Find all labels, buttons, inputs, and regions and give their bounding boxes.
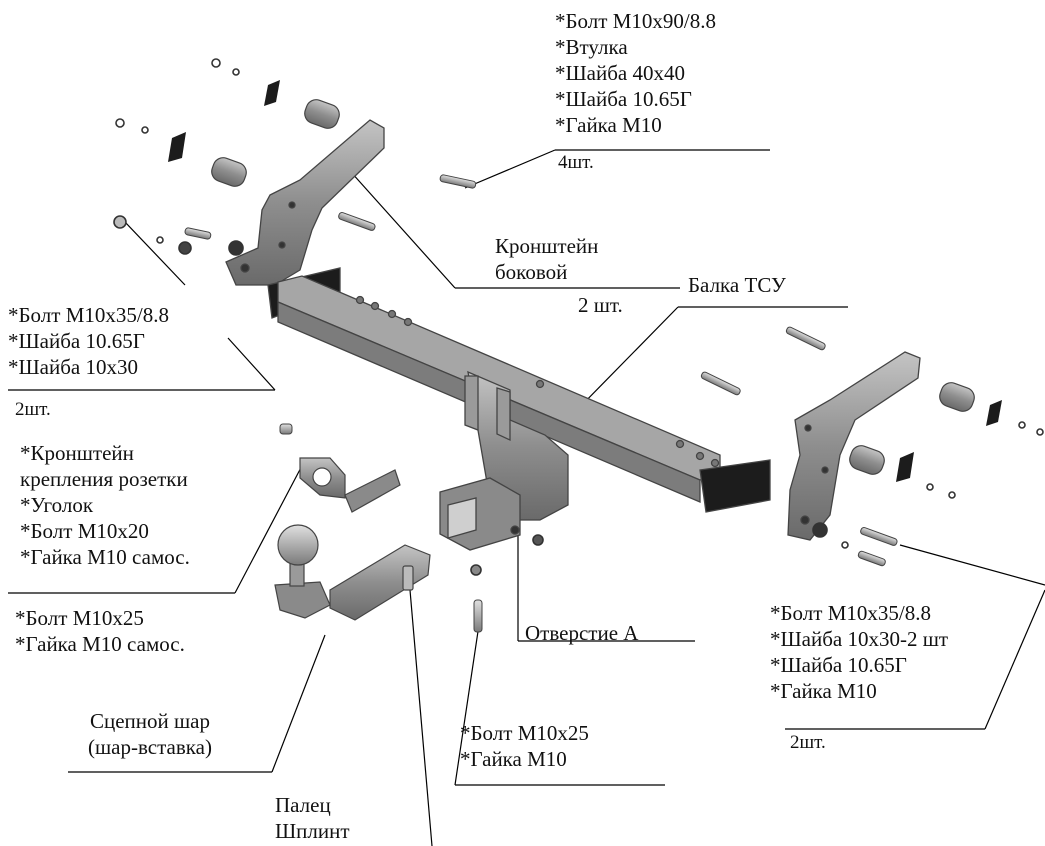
hole-a-label: Отверстие А [525, 621, 639, 645]
square-washers [168, 80, 1002, 482]
leader-ball-ptr [271, 634, 326, 773]
washers-and-nuts [113, 58, 1044, 576]
center-hardware-line-2: *Гайка М10 [460, 747, 567, 771]
ball-hardware-label: *Болт М10х25 *Гайка М10 самос. [15, 605, 185, 657]
bushings [211, 99, 975, 475]
ball-hardware-line-2: *Гайка М10 самос. [15, 632, 185, 656]
left-hardware-label: *Болт М10х35/8.8 *Шайба 10.65Г *Шайба 10… [8, 302, 169, 380]
top-hardware-line-1: *Болт М10х90/8.8 [555, 9, 716, 33]
right-hardware-qty: 2шт. [790, 732, 826, 753]
leader-lines [8, 149, 1045, 846]
socket-bracket-label: *Кронштейн крепления розетки *Уголок *Бо… [20, 440, 190, 570]
ball-label: Сцепной шар (шар-вставка) [88, 708, 212, 760]
socket-line-5: *Гайка М10 самос. [20, 545, 190, 569]
socket-line-4: *Болт М10х20 [20, 519, 149, 543]
left-hardware-line-1: *Болт М10х35/8.8 [8, 303, 169, 327]
tow-ball [277, 524, 319, 566]
tow-beam [277, 275, 771, 551]
leader-center-ptr [454, 617, 481, 786]
leader-top-hardware-ptr [464, 149, 556, 189]
top-hardware-line-5: *Гайка М10 [555, 113, 662, 137]
top-hardware-line-2: *Втулка [555, 35, 628, 59]
right-beam-plate [699, 459, 771, 513]
pin-label: Палец Шплинт [275, 792, 350, 844]
bolts [184, 174, 898, 633]
leader-right-hardware-ptr2 [899, 544, 1045, 586]
center-hardware-label: *Болт М10х25 *Гайка М10 [460, 720, 589, 772]
top-hardware-line-4: *Шайба 10.65Г [555, 87, 692, 111]
leader-left-hardware-ptr1 [227, 337, 276, 391]
beam-label: Балка ТСУ [688, 273, 786, 297]
socket-line-3: *Уголок [20, 493, 94, 517]
pin-line-1: Палец [275, 793, 331, 817]
side-bracket-qty: 2 шт. [578, 293, 623, 317]
right-hardware-line-1: *Болт М10х35/8.8 [770, 601, 931, 625]
ball-hardware-line-1: *Болт М10х25 [15, 606, 144, 630]
center-hardware-line-1: *Болт М10х25 [460, 721, 589, 745]
socket-line-2: крепления розетки [20, 467, 188, 491]
right-hardware-line-2: *Шайба 10х30-2 шт [770, 627, 949, 651]
leader-beam-ptr [574, 306, 679, 413]
left-hardware-line-3: *Шайба 10х30 [8, 355, 138, 379]
top-hardware-qty: 4шт. [558, 152, 594, 173]
top-hardware-line-3: *Шайба 40х40 [555, 61, 685, 85]
right-hardware-label: *Болт М10х35/8.8 *Шайба 10х30-2 шт *Шайб… [770, 600, 948, 704]
ball-mount [274, 524, 431, 621]
right-side-bracket [787, 351, 921, 541]
socket-bracket [299, 457, 401, 513]
ball-line-2: (шар-вставка) [88, 735, 212, 759]
top-hardware-label: *Болт М10х90/8.8 *Втулка *Шайба 40х40 *Ш… [555, 8, 716, 138]
left-hardware-qty: 2шт. [15, 399, 51, 420]
leader-side-bracket-ptr [341, 161, 456, 289]
side-bracket-line-1: Кронштейн [495, 234, 599, 258]
right-hardware-line-3: *Шайба 10.65Г [770, 653, 907, 677]
hole-a-marker [510, 525, 520, 535]
pin-line-2: Шплинт [275, 819, 350, 843]
leader-pin [409, 589, 433, 846]
side-bracket-line-2: боковой [495, 260, 568, 284]
leader-left-hardware-ptr2 [124, 221, 186, 286]
leader-right-hardware-ptr1 [984, 589, 1045, 730]
right-hardware-line-4: *Гайка М10 [770, 679, 877, 703]
ball-line-1: Сцепной шар [89, 709, 210, 733]
leader-socket-ptr [234, 459, 306, 594]
socket-line-1: *Кронштейн [20, 441, 134, 465]
left-hardware-line-2: *Шайба 10.65Г [8, 329, 145, 353]
side-bracket-label: Кронштейн боковой [495, 233, 598, 285]
